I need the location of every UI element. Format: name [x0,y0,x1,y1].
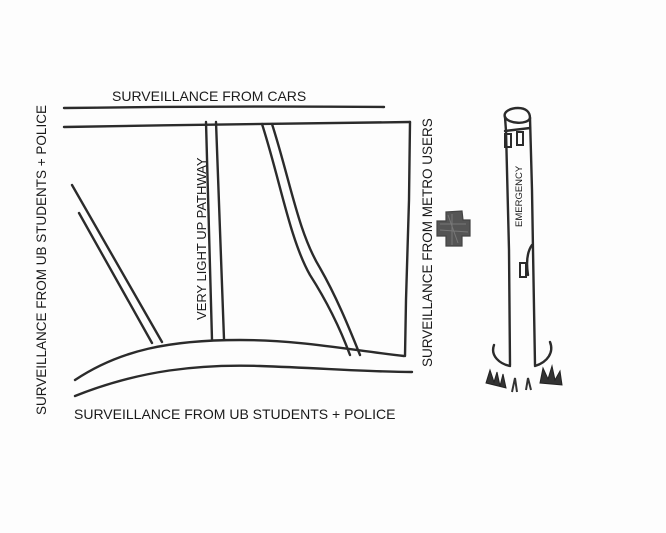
medical-cross-icon [436,210,471,247]
label-top-surveillance: SURVEILLANCE FROM CARS [112,88,306,104]
winding-path-right-line [270,122,362,357]
pole-left-edge [503,115,512,367]
lit-pathway-left-line [204,120,214,342]
pole-right-edge [528,116,537,367]
winding-path-left-line [260,122,352,357]
label-right-surveillance: SURVEILLANCE FROM METRO USERS [420,118,435,367]
label-pathway: VERY LIGHT UP PATHWAY [194,157,209,320]
label-emergency: EMERGENCY [514,165,525,227]
top-road-upper-line [62,105,386,110]
label-left-surveillance: SURVEILLANCE FROM UB STUDENTS + POLICE [34,105,49,415]
lit-pathway-right-line [214,120,226,341]
bottom-road-upper-curve [73,338,406,382]
label-bottom-surveillance: SURVEILLANCE FROM UB STUDENTS + POLICE [74,406,395,422]
top-road-lower-line [62,120,412,129]
diagonal-path-inner-line [77,211,154,345]
bottom-road-lower-curve [73,364,414,398]
diagonal-path-outer-line [70,183,164,344]
emergency-pole [485,106,563,393]
right-boundary-line [403,120,412,358]
